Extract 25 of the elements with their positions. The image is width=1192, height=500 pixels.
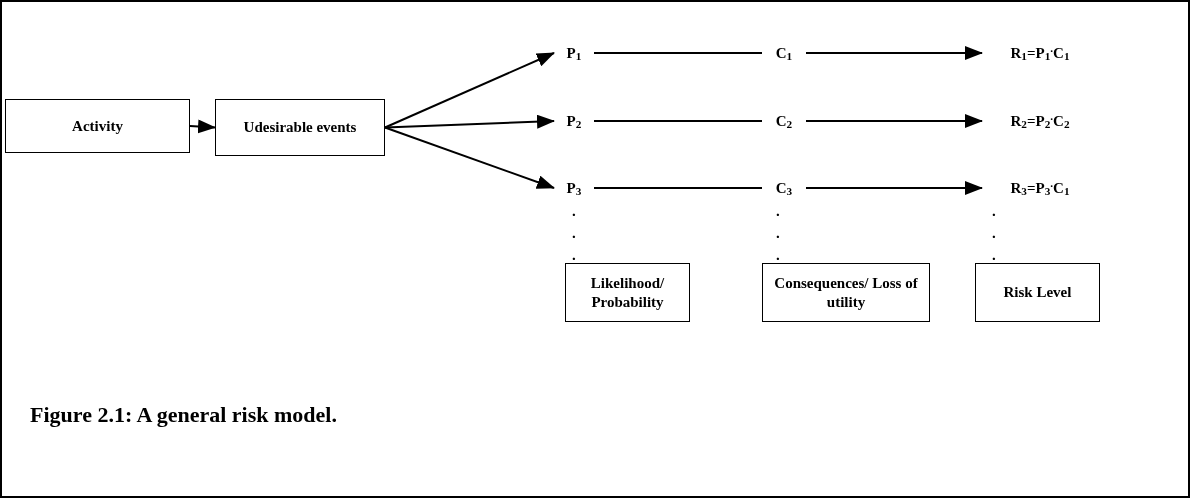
ellipsis-dot: . xyxy=(776,248,780,263)
connector-line xyxy=(593,52,763,54)
arrow xyxy=(384,126,555,189)
arrow xyxy=(805,181,983,195)
process-box: Risk Level xyxy=(975,263,1100,322)
arrow xyxy=(384,52,555,129)
ellipsis-dot: . xyxy=(992,204,996,219)
connector-line xyxy=(593,120,763,122)
arrow xyxy=(805,114,983,128)
ellipsis-dot: . xyxy=(776,226,780,241)
ellipsis-dot: . xyxy=(572,248,576,263)
connector-line xyxy=(593,187,763,189)
ellipsis-dot: . xyxy=(572,226,576,241)
ellipsis-dot: . xyxy=(776,204,780,219)
ellipsis-dot: . xyxy=(572,204,576,219)
process-box: Activity xyxy=(5,99,190,153)
ellipsis-dot: . xyxy=(992,248,996,263)
arrow xyxy=(805,46,983,60)
ellipsis-dot: . xyxy=(992,226,996,241)
arrow xyxy=(189,119,216,134)
arrow xyxy=(384,114,555,129)
figure-caption: Figure 2.1: A general risk model. xyxy=(30,401,337,429)
process-box: Likelihood/ Probability xyxy=(565,263,690,322)
process-box: Udesirable events xyxy=(215,99,385,156)
process-box: Consequences/ Loss of utility xyxy=(762,263,930,322)
